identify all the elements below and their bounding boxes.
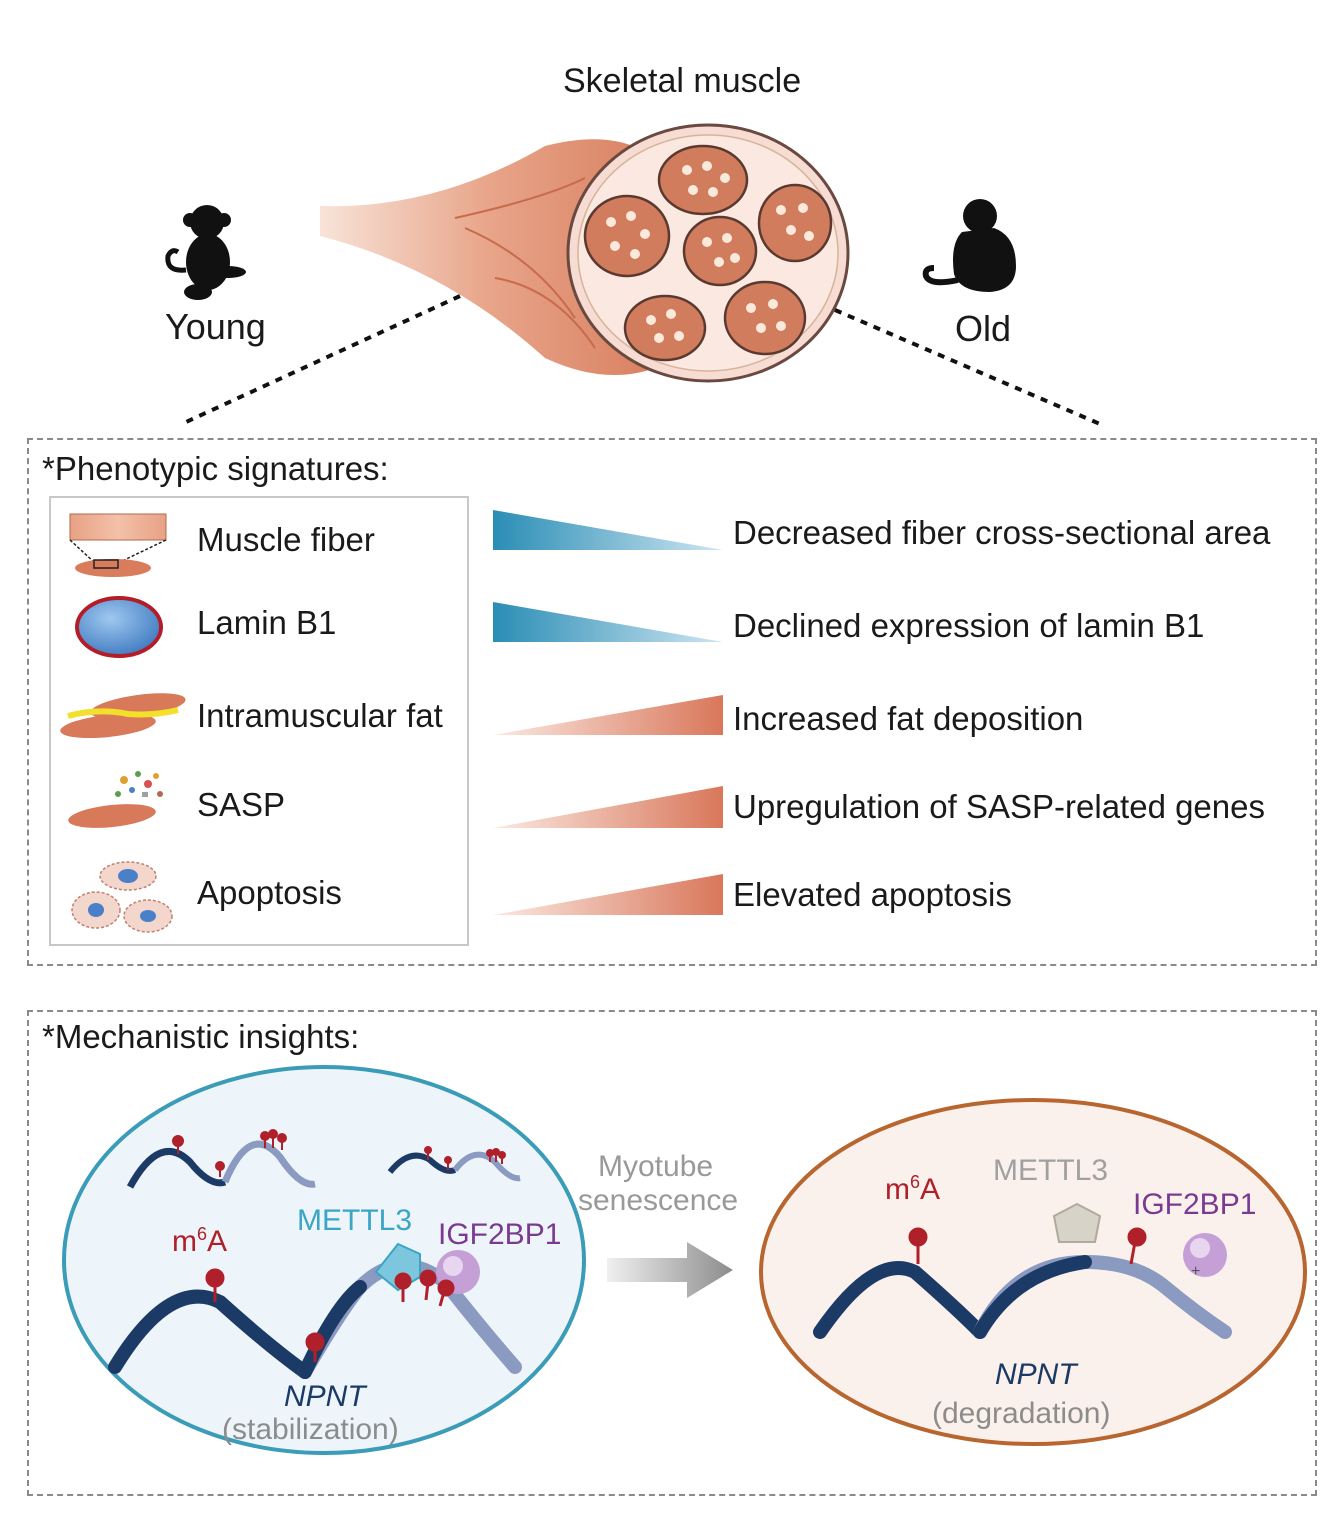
young-connector-line <box>185 294 1101 426</box>
skeletal-muscle-title: Skeletal muscle <box>563 62 802 100</box>
muscle-fiber-icon <box>69 513 167 577</box>
left-state-label: (stabilization) <box>222 1413 399 1446</box>
arrow-label-line1: Myotube <box>598 1150 714 1183</box>
mettl3-inactive-icon <box>1052 1202 1102 1243</box>
old-monkey-icon <box>922 199 1016 292</box>
left-gene-label: NPNT <box>284 1380 366 1413</box>
senescence-arrow <box>607 1242 733 1298</box>
right-igf2bp1-label: IGF2BP1 <box>1133 1188 1257 1221</box>
increase-wedge-apoptosis <box>493 874 723 915</box>
phenotypic-title: *Phenotypic signatures: <box>42 450 389 487</box>
effect-lamin: Declined expression of lamin B1 <box>733 607 1205 644</box>
effect-apoptosis: Elevated apoptosis <box>733 876 1012 913</box>
left-igf2bp1-label: IGF2BP1 <box>438 1218 562 1251</box>
increase-wedge-sasp <box>493 786 723 828</box>
right-gene-label: NPNT <box>995 1358 1077 1391</box>
effect-fat: Increased fat deposition <box>733 700 1084 737</box>
decrease-wedge-fiber <box>493 510 723 550</box>
right-mettl3-label: METTL3 <box>993 1154 1109 1187</box>
svg-text:+: + <box>1191 1263 1200 1280</box>
young-monkey-icon <box>165 205 246 300</box>
young-label: Young <box>165 306 266 347</box>
right-state-label: (degradation) <box>932 1397 1111 1430</box>
sasp-icon <box>68 771 163 828</box>
young-myotube-cell <box>62 1065 586 1455</box>
phenotypic-signatures-panel <box>27 438 1317 966</box>
old-label: Old <box>955 308 1012 349</box>
muscle-fiber-label: Muscle fiber <box>197 521 375 558</box>
mechanistic-insights-panel <box>27 1010 1317 1496</box>
mechanistic-title: *Mechanistic insights: <box>42 1018 360 1055</box>
left-mettl3-label: METTL3 <box>297 1204 413 1237</box>
sasp-label: SASP <box>197 786 286 823</box>
skeletal-muscle-illustration <box>320 123 850 383</box>
intramuscular-fat-icon <box>60 693 186 739</box>
trend-wedges <box>493 510 723 915</box>
right-m6a-label: m6A <box>885 1172 941 1206</box>
decrease-wedge-lamin <box>493 602 723 642</box>
intramuscular-fat-label: Intramuscular fat <box>197 697 443 734</box>
apoptosis-label: Apoptosis <box>197 874 342 911</box>
senescent-myotube-cell: + <box>759 1098 1307 1446</box>
left-m6a-label: m6A <box>172 1224 228 1258</box>
lamin-b1-label: Lamin B1 <box>197 604 337 641</box>
arrow-label-line2: senescence <box>578 1184 739 1217</box>
increase-wedge-fat <box>493 695 723 735</box>
effect-fiber: Decreased fiber cross-sectional area <box>733 514 1271 551</box>
nucleus-icon <box>75 596 163 658</box>
apoptosis-cells-icon <box>71 861 173 933</box>
effect-sasp: Upregulation of SASP-related genes <box>733 788 1265 825</box>
